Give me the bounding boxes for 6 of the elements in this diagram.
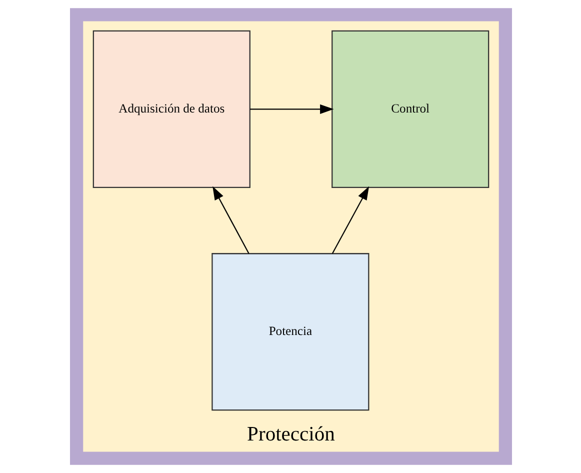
arrow [249, 104, 334, 114]
node-box: Adquisición de datos [92, 30, 250, 188]
node-box: Potencia [211, 253, 369, 411]
node-box: Control [331, 30, 489, 188]
arrow [331, 186, 369, 254]
arrow [212, 186, 249, 254]
